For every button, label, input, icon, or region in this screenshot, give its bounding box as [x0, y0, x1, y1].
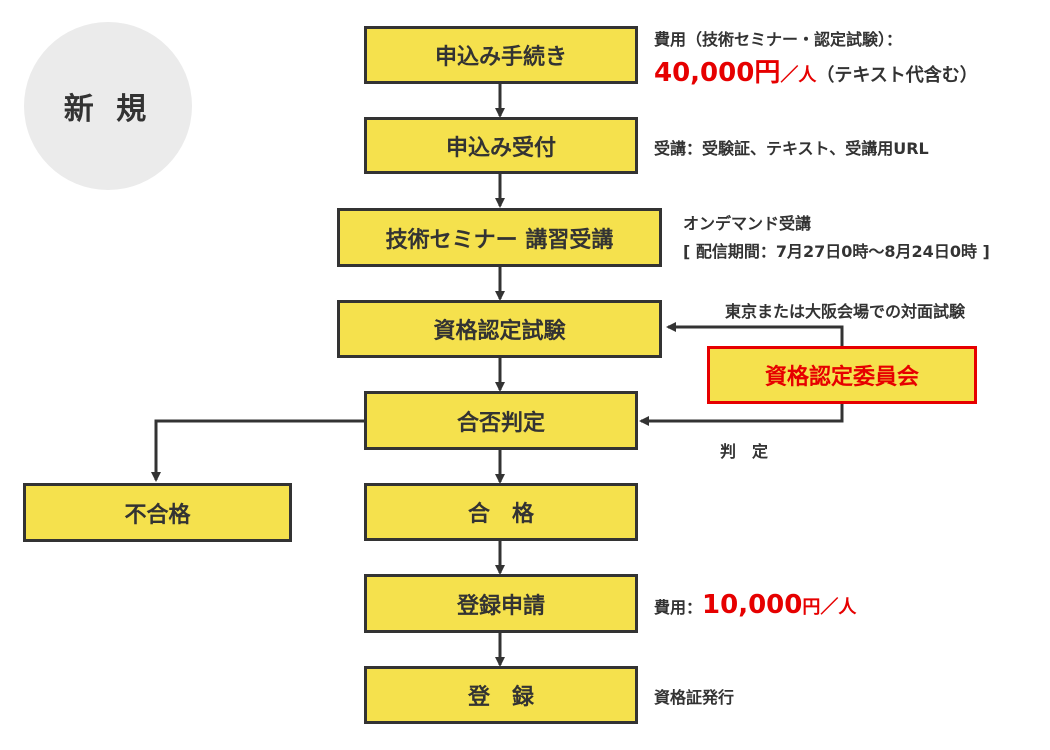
step-accept: 申込み受付: [364, 117, 638, 174]
arrow-committee-to-exam: [666, 322, 844, 347]
register-fee-note: 費用：10,000円／人: [654, 590, 856, 620]
fee-amount: 40,000円: [654, 58, 781, 88]
accept-note: 受講：受験証、テキスト、受講用URL: [654, 139, 929, 158]
new-badge: 新 規: [24, 22, 192, 190]
step-register-apply: 登録申請: [364, 574, 638, 633]
fee-note: 費用（技術セミナー・認定試験）： 40,000円／人（テキスト代含む）: [654, 26, 978, 89]
arrow-committee-to-judge: [639, 404, 844, 426]
step-exam: 資格認定試験: [337, 300, 662, 358]
step-register: 登 録: [364, 666, 638, 724]
step-judge: 合否判定: [364, 391, 638, 450]
register-fee-label: 費用：: [654, 598, 703, 617]
step-pass: 合 格: [364, 483, 638, 541]
step-apply: 申込み手続き: [364, 26, 638, 84]
fee-suffix: （テキスト代含む）: [816, 65, 978, 86]
seminar-note-line2: [ 配信期間：7月27日0時〜8月24日0時 ]: [683, 242, 990, 261]
seminar-note: オンデマンド受講 [ 配信期間：7月27日0時〜8月24日0時 ]: [683, 210, 990, 262]
seminar-note-line1: オンデマンド受講: [683, 214, 812, 233]
exam-note: 東京または大阪会場での対面試験: [725, 302, 966, 321]
step-fail: 不合格: [23, 483, 292, 542]
fee-per-person: ／人: [780, 65, 817, 86]
cert-note: 資格証発行: [654, 688, 735, 707]
register-fee-unit: 円／人: [802, 597, 857, 618]
arrow-judge-to-fail: [151, 419, 364, 482]
judge-note: 判 定: [720, 442, 769, 461]
register-fee-amount: 10,000: [702, 590, 803, 620]
fee-label: 費用（技術セミナー・認定試験）：: [654, 30, 903, 49]
step-committee: 資格認定委員会: [707, 346, 977, 404]
step-seminar: 技術セミナー 講習受講: [337, 208, 662, 267]
